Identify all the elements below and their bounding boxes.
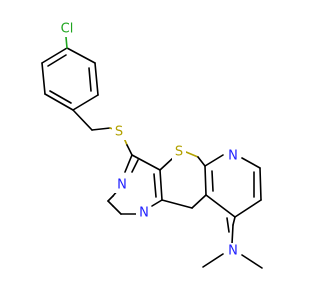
bond-s-c xyxy=(126,144,133,156)
bond xyxy=(107,195,114,202)
bond-c-n xyxy=(231,224,234,245)
atom-label-s: S xyxy=(175,145,183,160)
molecule-drawing: Cl S S N N N N xyxy=(41,22,263,269)
bond-n-methyl xyxy=(202,253,224,268)
bond xyxy=(197,156,206,167)
bond xyxy=(41,62,46,95)
bond xyxy=(159,169,163,201)
atom-label-s: S xyxy=(115,125,123,140)
bond xyxy=(49,90,72,104)
atom-n-amine: N xyxy=(225,243,240,259)
bond xyxy=(259,167,262,201)
bond xyxy=(47,54,67,67)
atom-label-n: N xyxy=(228,149,238,164)
bond xyxy=(66,47,96,64)
bond xyxy=(44,93,74,111)
bond xyxy=(151,199,163,207)
bond xyxy=(153,173,157,198)
bond xyxy=(205,194,236,218)
bond-ch2-s xyxy=(91,127,111,131)
structure-canvas: Cl S S N N N N xyxy=(41,22,263,269)
bond-c-cl xyxy=(65,36,68,49)
bond xyxy=(161,199,193,209)
bond xyxy=(204,165,207,196)
atom-cl: Cl xyxy=(56,22,78,37)
bond xyxy=(191,194,207,209)
bond xyxy=(124,154,133,173)
bond xyxy=(94,62,99,96)
pyridine-ring xyxy=(204,154,262,233)
bond xyxy=(226,217,230,233)
atom-label-n: N xyxy=(117,178,127,193)
atom-n-pyrimidine-bottom: N xyxy=(136,205,151,221)
atom-s-ring: S xyxy=(172,144,186,160)
bond xyxy=(112,205,122,215)
bond xyxy=(159,157,174,171)
bond xyxy=(41,47,68,64)
bond-ch2 xyxy=(72,109,93,131)
pyrimidine-ring xyxy=(107,154,163,215)
bond xyxy=(211,170,214,192)
atom-s-thioether: S xyxy=(112,124,126,140)
atom-label-cl: Cl xyxy=(61,22,74,37)
bond xyxy=(234,199,262,218)
atom-label-n: N xyxy=(228,244,238,259)
bond xyxy=(88,67,92,92)
bond xyxy=(131,159,139,173)
bond xyxy=(131,154,161,171)
bond xyxy=(107,200,114,207)
bond xyxy=(241,157,261,169)
chlorophenyl-ring xyxy=(41,47,99,111)
bond xyxy=(232,216,236,226)
atom-n-pyridine: N xyxy=(225,148,240,164)
thiophene-ring xyxy=(159,151,214,209)
atom-label-n: N xyxy=(139,206,149,221)
atom-n-pyrimidine-top: N xyxy=(114,177,129,193)
bond xyxy=(72,94,99,111)
bond-n-methyl xyxy=(241,254,263,269)
bond xyxy=(204,154,224,167)
bond xyxy=(185,151,199,158)
